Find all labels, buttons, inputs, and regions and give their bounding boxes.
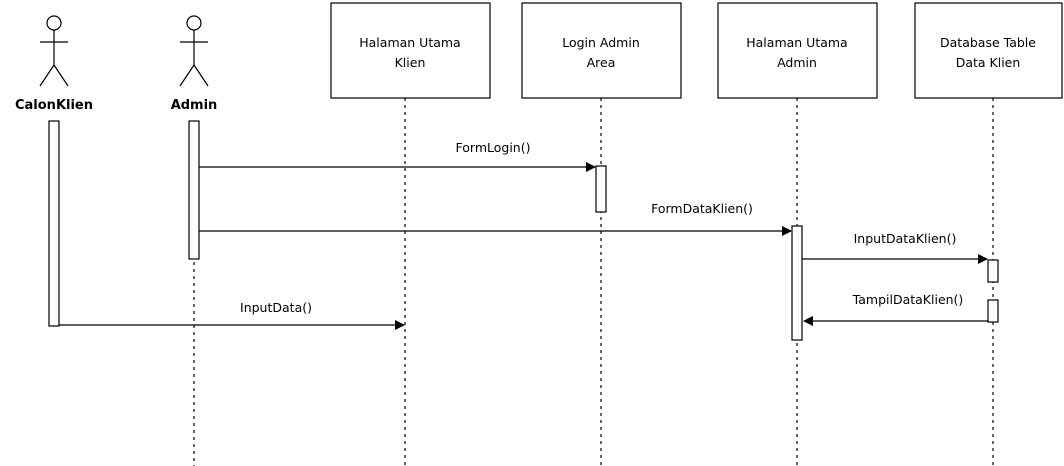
stick-figure-icon xyxy=(179,15,209,87)
message-label: TampilDataKlien() xyxy=(852,292,964,307)
message-formlogin: FormLogin() xyxy=(199,140,596,172)
object-label-line2: Area xyxy=(587,55,616,70)
activation-halaman-utama-admin xyxy=(791,225,803,341)
activation-calonklien xyxy=(48,120,60,327)
actor-admin: Admin xyxy=(171,15,218,466)
object-label-line1: Halaman Utama xyxy=(746,35,847,50)
object-label-line2: Data Klien xyxy=(956,55,1021,70)
object-label-line1: Database Table xyxy=(940,35,1036,50)
object-login-admin-area: Login Admin Area xyxy=(521,2,682,466)
actor-label-admin: Admin xyxy=(171,98,218,113)
message-label: FormLogin() xyxy=(456,140,531,155)
stick-figure-icon xyxy=(39,15,69,87)
message-inputdata: InputData() xyxy=(59,300,405,330)
message-tampildataklien: TampilDataKlien() xyxy=(803,292,988,326)
object-label-line1: Login Admin xyxy=(562,35,640,50)
activation-login-admin-area xyxy=(595,165,607,213)
actor-calonklien: CalonKlien xyxy=(15,15,93,327)
object-box xyxy=(521,2,682,99)
object-box xyxy=(914,2,1063,99)
object-label-line2: Klien xyxy=(395,55,426,70)
object-database-table-data-klien: Database Table Data Klien xyxy=(914,2,1063,466)
object-halaman-utama-klien: Halaman Utama Klien xyxy=(330,2,491,466)
object-halaman-utama-admin: Halaman Utama Admin xyxy=(717,2,878,466)
message-label: InputDataKlien() xyxy=(854,231,957,246)
message-label: FormDataKlien() xyxy=(651,201,753,216)
activation-admin xyxy=(188,120,200,260)
message-label: InputData() xyxy=(240,300,312,315)
object-label-line2: Admin xyxy=(777,55,817,70)
object-box xyxy=(330,2,491,99)
activation-database-select xyxy=(987,299,999,323)
activation-database-insert xyxy=(987,259,999,283)
object-label-line1: Halaman Utama xyxy=(359,35,460,50)
object-box xyxy=(717,2,878,99)
actor-label-calonklien: CalonKlien xyxy=(15,98,93,113)
message-inputdataklien: InputDataKlien() xyxy=(802,231,988,264)
message-formdataklien: FormDataKlien() xyxy=(199,201,792,236)
